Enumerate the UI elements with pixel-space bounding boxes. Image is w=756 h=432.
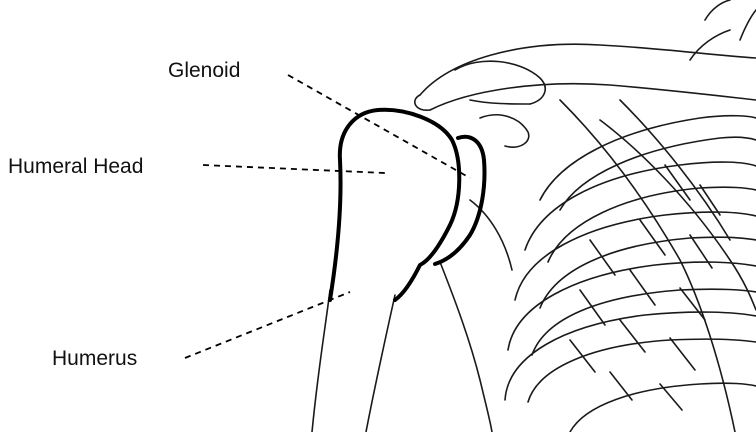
rib-5 (505, 312, 756, 400)
humeral-head-leader (203, 165, 385, 173)
acromion (455, 61, 545, 104)
glenoid-leader (288, 75, 470, 178)
rib-4 (508, 262, 756, 350)
ribcage (505, 100, 756, 432)
label-humerus: Humerus (52, 348, 137, 369)
scapula (440, 262, 492, 432)
label-humeral-head: Humeral Head (8, 156, 143, 177)
label-glenoid: Glenoid (168, 60, 240, 81)
bone-outlines (330, 110, 484, 300)
humeral-head-outline (330, 110, 459, 300)
clavicle (420, 44, 756, 95)
humerus-shaft (312, 290, 395, 432)
clavicle-scapula (415, 0, 756, 432)
glenoid-outline (435, 137, 484, 264)
